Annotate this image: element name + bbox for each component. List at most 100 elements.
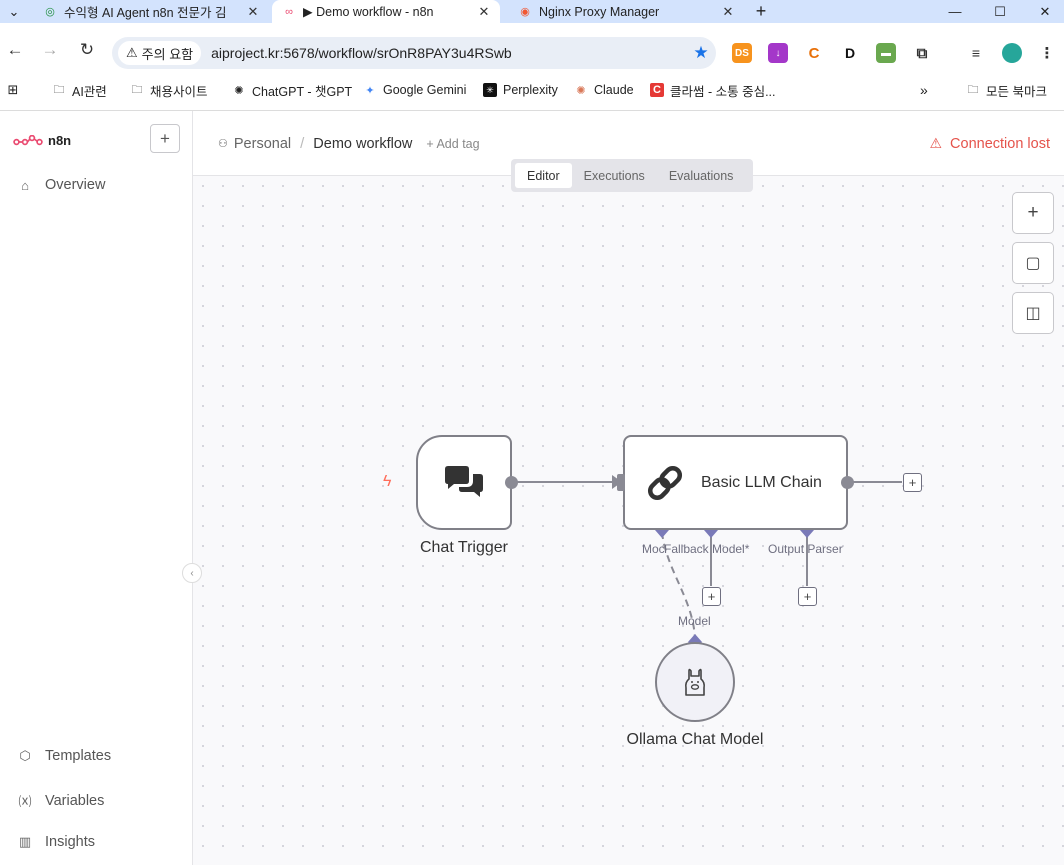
reload-icon[interactable]: ↻	[79, 40, 95, 59]
tab-1-favicon-icon: ◎	[45, 6, 55, 18]
basic-llm-chain-node[interactable]: Basic LLM Chain	[623, 435, 848, 530]
url-text[interactable]: aiproject.kr:5678/workflow/srOnR8PAY3u4R…	[211, 45, 512, 61]
apps-grid-icon[interactable]: ⊞	[7, 82, 19, 97]
sidebar: n8n + ⌂ Overview ⬡ Templates ⒳ Variables…	[0, 111, 193, 865]
tab-search-chevron-icon[interactable]: ⌄	[8, 3, 20, 19]
folder-icon: 🗀	[967, 83, 979, 96]
all-bookmarks-folder[interactable]: 🗀 모든 북마크	[966, 80, 1047, 100]
chat-trigger-label: Chat Trigger	[419, 539, 509, 556]
claude-icon: ✺	[576, 84, 586, 97]
new-tab-button[interactable]: +	[755, 1, 767, 21]
ollama-chat-model-node[interactable]	[655, 642, 735, 722]
create-button[interactable]: +	[150, 124, 180, 153]
media-control-icon[interactable]: ≡	[966, 43, 986, 63]
bookmark-chatgpt[interactable]: ✺ChatGPT - 챗GPT	[232, 80, 352, 100]
note-icon: ▢	[1025, 255, 1041, 272]
browser-menu-icon[interactable]: ⋮	[1037, 43, 1057, 63]
workflow-name[interactable]: Demo workflow	[313, 135, 413, 152]
home-icon: ⌂	[21, 177, 29, 193]
link-chain-icon	[647, 465, 683, 500]
close-tab-icon[interactable]: ✕	[247, 3, 259, 19]
sidebar-item-variables[interactable]: ⒳ Variables	[17, 791, 104, 810]
bookmarks-bar: ⊞ 🗀AI관련 🗀채용사이트 ✺ChatGPT - 챗GPT ✦Google G…	[0, 77, 1064, 103]
browser-tab-1[interactable]: ◎ 수익형 AI Agent n8n 전문가 김 ✕	[33, 0, 269, 23]
add-fallback-model-button[interactable]: +	[702, 587, 721, 606]
folder-icon: 🗀	[53, 83, 65, 96]
security-chip[interactable]: ⚠ 주의 요함	[118, 41, 202, 65]
toggle-panel-button[interactable]: ◫	[1012, 292, 1054, 334]
warning-triangle-icon: ⚠	[929, 135, 943, 151]
profile-avatar[interactable]	[1002, 43, 1022, 63]
bookmark-label: Perplexity	[503, 83, 558, 97]
collapse-sidebar-button[interactable]: ‹	[182, 563, 202, 583]
view-tabs: Editor Executions Evaluations	[511, 159, 753, 192]
browser-tab-3[interactable]: ◉ Nginx Proxy Manager ✕	[508, 0, 744, 23]
browser-tab-2[interactable]: ∞ ▶ Demo workflow - n8n ✕	[272, 0, 500, 23]
address-bar[interactable]: ⚠ 주의 요함 aiproject.kr:5678/workflow/srOnR…	[112, 37, 716, 69]
bookmark-star-icon[interactable]: ★	[693, 43, 709, 62]
sidebar-item-templates[interactable]: ⬡ Templates	[17, 748, 111, 764]
add-node-button[interactable]: +	[1012, 192, 1054, 234]
breadcrumb: ⚇ Personal / Demo workflow + Add tag	[218, 135, 480, 152]
extension-c-icon[interactable]: C	[804, 43, 824, 63]
variable-icon: ⒳	[18, 794, 32, 809]
extension-download-icon[interactable]: ↓	[768, 43, 788, 63]
bookmark-folder-ai[interactable]: 🗀AI관련	[52, 80, 107, 100]
perplexity-icon: ✳	[483, 83, 497, 97]
maximize-icon[interactable]: ☐	[994, 3, 1006, 19]
panel-icon: ◫	[1025, 305, 1041, 322]
tab-evaluations[interactable]: Evaluations	[668, 168, 734, 183]
extensions-puzzle-icon[interactable]: ⧉	[912, 43, 932, 63]
security-label: 주의 요함	[141, 46, 194, 62]
bookmark-folder-jobs[interactable]: 🗀채용사이트	[130, 80, 208, 100]
sidebar-item-overview[interactable]: ⌂ Overview	[17, 177, 105, 193]
tab-title: 수익형 AI Agent n8n 전문가 김	[64, 6, 227, 20]
logo-text: n8n	[48, 133, 72, 148]
connection-status-label: Connection lost	[950, 135, 1050, 152]
bookmarks-overflow-icon[interactable]: »	[920, 82, 928, 98]
trigger-output-handle[interactable]	[505, 476, 518, 489]
add-output-parser-button[interactable]: +	[798, 587, 817, 606]
extension-ds-icon[interactable]: DS	[732, 43, 752, 63]
close-tab-icon[interactable]: ✕	[722, 3, 734, 19]
breadcrumb-project[interactable]: ⚇ Personal	[218, 136, 291, 152]
output-parser-port-label: Output Parser	[768, 542, 843, 556]
tab-title: Nginx Proxy Manager	[539, 4, 660, 19]
tab-executions[interactable]: Executions	[583, 168, 645, 183]
close-tab-icon[interactable]: ✕	[478, 3, 490, 19]
bookmark-label: Google Gemini	[383, 83, 467, 97]
bookmark-claude[interactable]: ✺Claude	[574, 80, 633, 100]
extension-d-icon[interactable]: D	[840, 43, 860, 63]
sidebar-item-label: Overview	[45, 177, 106, 193]
add-output-node-button[interactable]: +	[903, 473, 922, 492]
gemini-icon: ✦	[365, 84, 375, 97]
sidebar-item-label: Templates	[45, 748, 112, 764]
chain-output-handle[interactable]	[841, 476, 854, 489]
chatgpt-icon: ✺	[234, 84, 244, 97]
chain-input-handle[interactable]	[617, 474, 625, 491]
bookmark-label: 채용사이트	[150, 84, 208, 99]
bookmark-perplexity[interactable]: ✳ Perplexity	[483, 80, 558, 100]
tab-editor[interactable]: Editor	[515, 163, 572, 188]
close-window-icon[interactable]: ✕	[1039, 3, 1051, 19]
toolbar-divider	[0, 110, 1064, 111]
user-icon: ⚇	[218, 138, 228, 150]
extension-glasses-icon[interactable]: ▬	[876, 43, 896, 63]
bookmark-label: 모든 북마크	[986, 84, 1047, 99]
n8n-logo[interactable]: n8n	[13, 133, 71, 148]
sidebar-item-insights[interactable]: ▥ Insights	[17, 834, 95, 850]
ollama-label: Ollama Chat Model	[626, 731, 764, 748]
back-icon[interactable]: ←	[6, 40, 24, 59]
minimize-icon[interactable]: —	[948, 4, 962, 19]
add-tag-button[interactable]: + Add tag	[426, 136, 480, 151]
forward-icon[interactable]: →	[41, 40, 59, 59]
breadcrumb-separator: /	[300, 135, 305, 152]
bookmark-label: 클라썸 - 소통 중심...	[670, 84, 776, 99]
sticky-note-button[interactable]: ▢	[1012, 242, 1054, 284]
chart-icon: ▥	[18, 834, 32, 849]
fallback-model-port-label: Fallback Model*	[664, 542, 750, 556]
bookmark-gemini[interactable]: ✦ Google Gemini	[363, 80, 466, 100]
warning-icon: ⚠	[126, 45, 138, 60]
chat-trigger-node[interactable]	[416, 435, 512, 530]
